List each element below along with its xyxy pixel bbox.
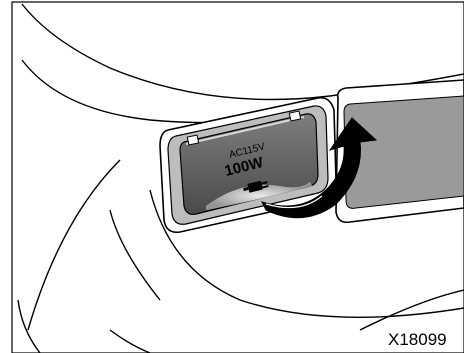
figure-code: X18099 [388, 330, 447, 349]
